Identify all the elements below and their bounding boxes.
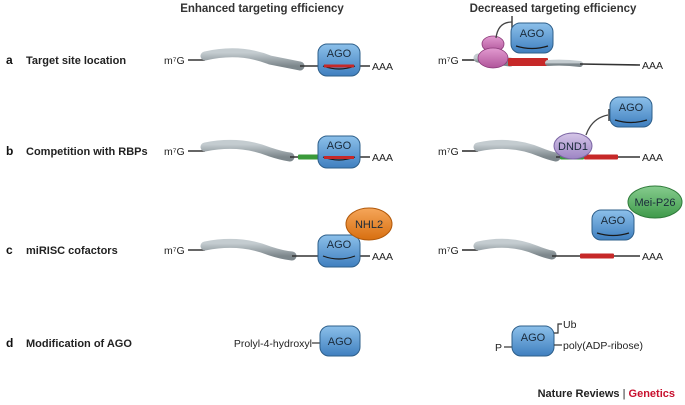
ubiquitin-label: Ub	[563, 319, 577, 331]
row-a-enhanced: m⁷G AGO AAA	[164, 43, 393, 77]
row-label-a: a Target site location	[6, 53, 126, 67]
ago-protein	[591, 209, 635, 241]
row-c-decreased: m⁷G AGO Mei-P26 AAA	[438, 185, 683, 263]
cap-label: m⁷G	[164, 245, 185, 257]
ago-protein	[510, 22, 554, 54]
ago-label: AGO	[328, 336, 353, 348]
column-header-decreased: Decreased targeting efficiency	[470, 3, 637, 15]
ago-protein	[511, 325, 555, 357]
column-header-enhanced: Enhanced targeting efficiency	[180, 3, 344, 15]
ago-label: AGO	[619, 102, 644, 114]
ago-protein	[317, 135, 361, 169]
credit-separator: |	[622, 388, 626, 400]
hydroxyl-label: Prolyl-4-hydroxyl	[234, 338, 312, 350]
coding-region-tube	[200, 238, 297, 261]
row-b-decreased: m⁷G DND1 AGO AAA	[438, 96, 663, 164]
dnd1-protein	[553, 132, 593, 160]
row-d-enhanced: Prolyl-4-hydroxyl AGO	[234, 325, 361, 357]
row-letter: d	[6, 336, 13, 350]
coding-region-tube	[200, 139, 295, 162]
mirna-strand	[614, 119, 648, 124]
meip26-label: Mei-P26	[635, 197, 676, 209]
mirna-target-site	[580, 253, 614, 259]
row-b-enhanced: m⁷G AGO AAA	[164, 135, 393, 169]
coding-region-tube	[545, 59, 583, 67]
mirna-target-site	[508, 58, 548, 66]
polya-label: AAA	[372, 61, 393, 73]
coding-region-tube	[200, 48, 305, 71]
cap-label: m⁷G	[438, 146, 459, 158]
mirna-strand	[596, 232, 630, 237]
row-c-enhanced: m⁷G AGO NHL2 AAA	[164, 207, 393, 268]
row-d-decreased: P AGO Ub poly(ADP-ribose)	[495, 319, 643, 357]
row-title: Competition with RBPs	[26, 146, 148, 158]
polya-label: AAA	[372, 152, 393, 164]
ago-protein	[609, 96, 653, 128]
polya-label: AAA	[642, 152, 663, 164]
cap-label: m⁷G	[164, 55, 185, 67]
phospho-label: P	[495, 342, 502, 354]
row-title: Modification of AGO	[26, 338, 132, 350]
ago-label: AGO	[521, 332, 546, 344]
nhl2-label: NHL2	[355, 219, 383, 231]
parylation-label: poly(ADP-ribose)	[563, 340, 643, 352]
row-label-c: c miRISC cofactors	[6, 243, 118, 257]
row-a-decreased: m⁷G AGO AAA	[438, 16, 663, 72]
polya-label: AAA	[642, 60, 663, 72]
inhibition-arrow	[495, 21, 513, 39]
cap-label: m⁷G	[438, 55, 459, 67]
modification-link	[554, 323, 562, 334]
dnd1-label: DND1	[558, 141, 588, 153]
ribosome-large-subunit	[477, 47, 509, 69]
coding-region-tube	[473, 238, 557, 260]
row-letter: a	[6, 53, 13, 67]
ago-label: AGO	[520, 28, 545, 40]
mirna-strand	[515, 45, 549, 50]
mrna-line	[579, 63, 641, 66]
row-letter: b	[6, 144, 13, 158]
row-label-d: d Modification of AGO	[6, 336, 132, 350]
row-label-b: b Competition with RBPs	[6, 144, 148, 158]
polya-label: AAA	[642, 251, 663, 263]
ago-protein	[317, 234, 361, 268]
mirna-target-site	[584, 154, 618, 160]
mirna-seed	[324, 64, 354, 68]
polya-label: AAA	[372, 251, 393, 263]
row-letter: c	[6, 243, 13, 257]
meip26-protein	[627, 185, 683, 219]
cap-label: m⁷G	[438, 245, 459, 257]
journal-name: Genetics	[628, 388, 675, 400]
row-title: Target site location	[26, 55, 126, 67]
inhibition-arrow	[585, 114, 609, 136]
mirna-strand	[322, 255, 356, 260]
cap-label: m⁷G	[164, 146, 185, 158]
ago-label: AGO	[327, 239, 352, 251]
figure-credit: Nature Reviews | Genetics	[538, 388, 675, 400]
ago-label: AGO	[601, 215, 626, 227]
coding-region-tube	[473, 139, 561, 162]
ago-label: AGO	[327, 140, 352, 152]
row-title: miRISC cofactors	[26, 245, 118, 257]
ago-label: AGO	[327, 48, 352, 60]
publisher-name: Nature Reviews	[537, 388, 620, 400]
mirna-seed	[324, 156, 354, 159]
ago-protein	[319, 325, 361, 357]
nhl2-protein	[345, 207, 393, 241]
